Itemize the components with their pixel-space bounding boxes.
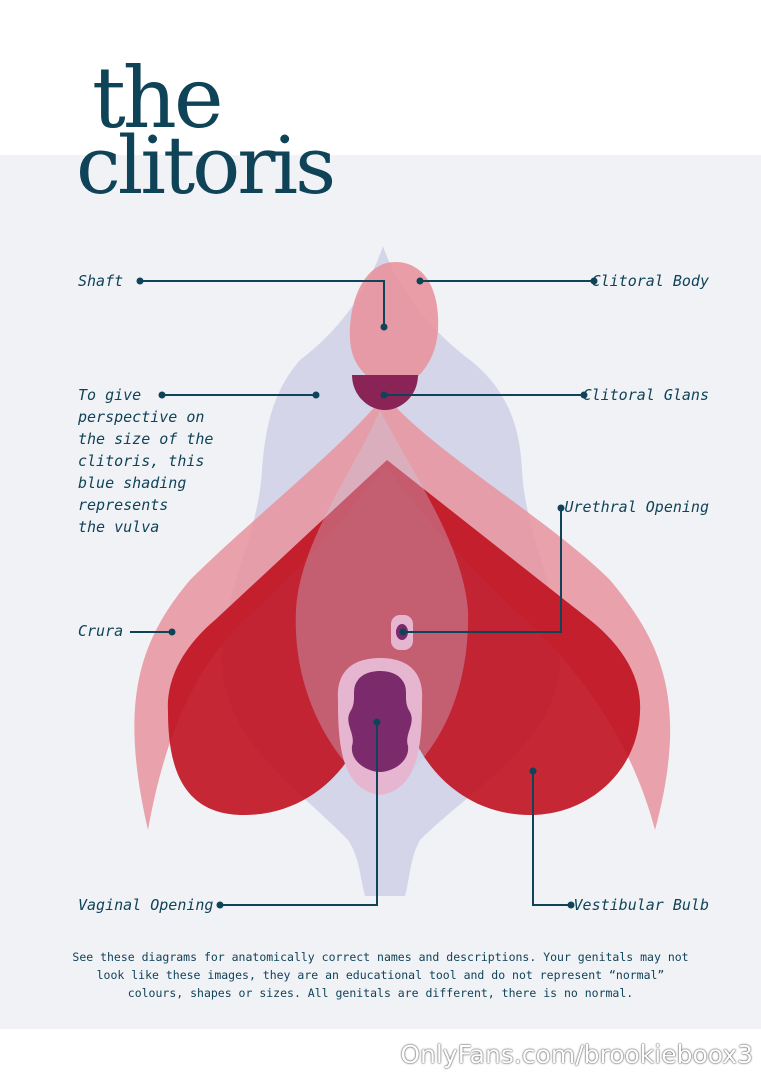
dot-vestibular-start [529,767,537,775]
leader-vaginal [220,722,378,906]
dot-glans-start [380,391,388,399]
label-shaft: Shaft [78,272,124,290]
clitoral-body-shape [349,262,439,392]
leader-urethral [403,508,562,633]
label-clitoral-glans: Clitoral Glans [582,386,709,404]
title-line-1: the [92,49,224,147]
dot-shaft-end [380,323,388,331]
leader-shaft [140,280,385,327]
dot-body-end [590,277,598,285]
dot-vaginal-start [216,901,224,909]
label-urethral-opening: Urethral Opening [564,498,710,516]
vulva-note: To give perspective on the size of the c… [78,386,214,536]
label-vaginal-opening: Vaginal Opening [78,896,214,914]
watermark: OnlyFans.com/brookieboox3 [400,1040,753,1069]
dot-body-start [416,277,424,285]
dot-urethral-start [557,504,565,512]
label-vestibular-bulb: Vestibular Bulb [573,896,709,914]
leader-lines [130,280,594,906]
dot-crura-end [168,628,176,636]
disclaimer-text: See these diagrams for anatomically corr… [72,950,689,1000]
dot-glans-end [580,391,588,399]
label-crura: Crura [78,622,124,640]
leader-vestibular [532,771,571,906]
dot-vestibular-end [567,901,575,909]
leader-dots [136,277,598,909]
dot-shaft-start [136,277,144,285]
dot-urethral-end [399,628,407,636]
title-line-2: clitoris [76,119,336,212]
dot-vulva-end [312,391,320,399]
label-clitoral-body: Clitoral Body [591,272,709,290]
dot-vulva-start [158,391,166,399]
dot-vaginal-end [373,718,381,726]
